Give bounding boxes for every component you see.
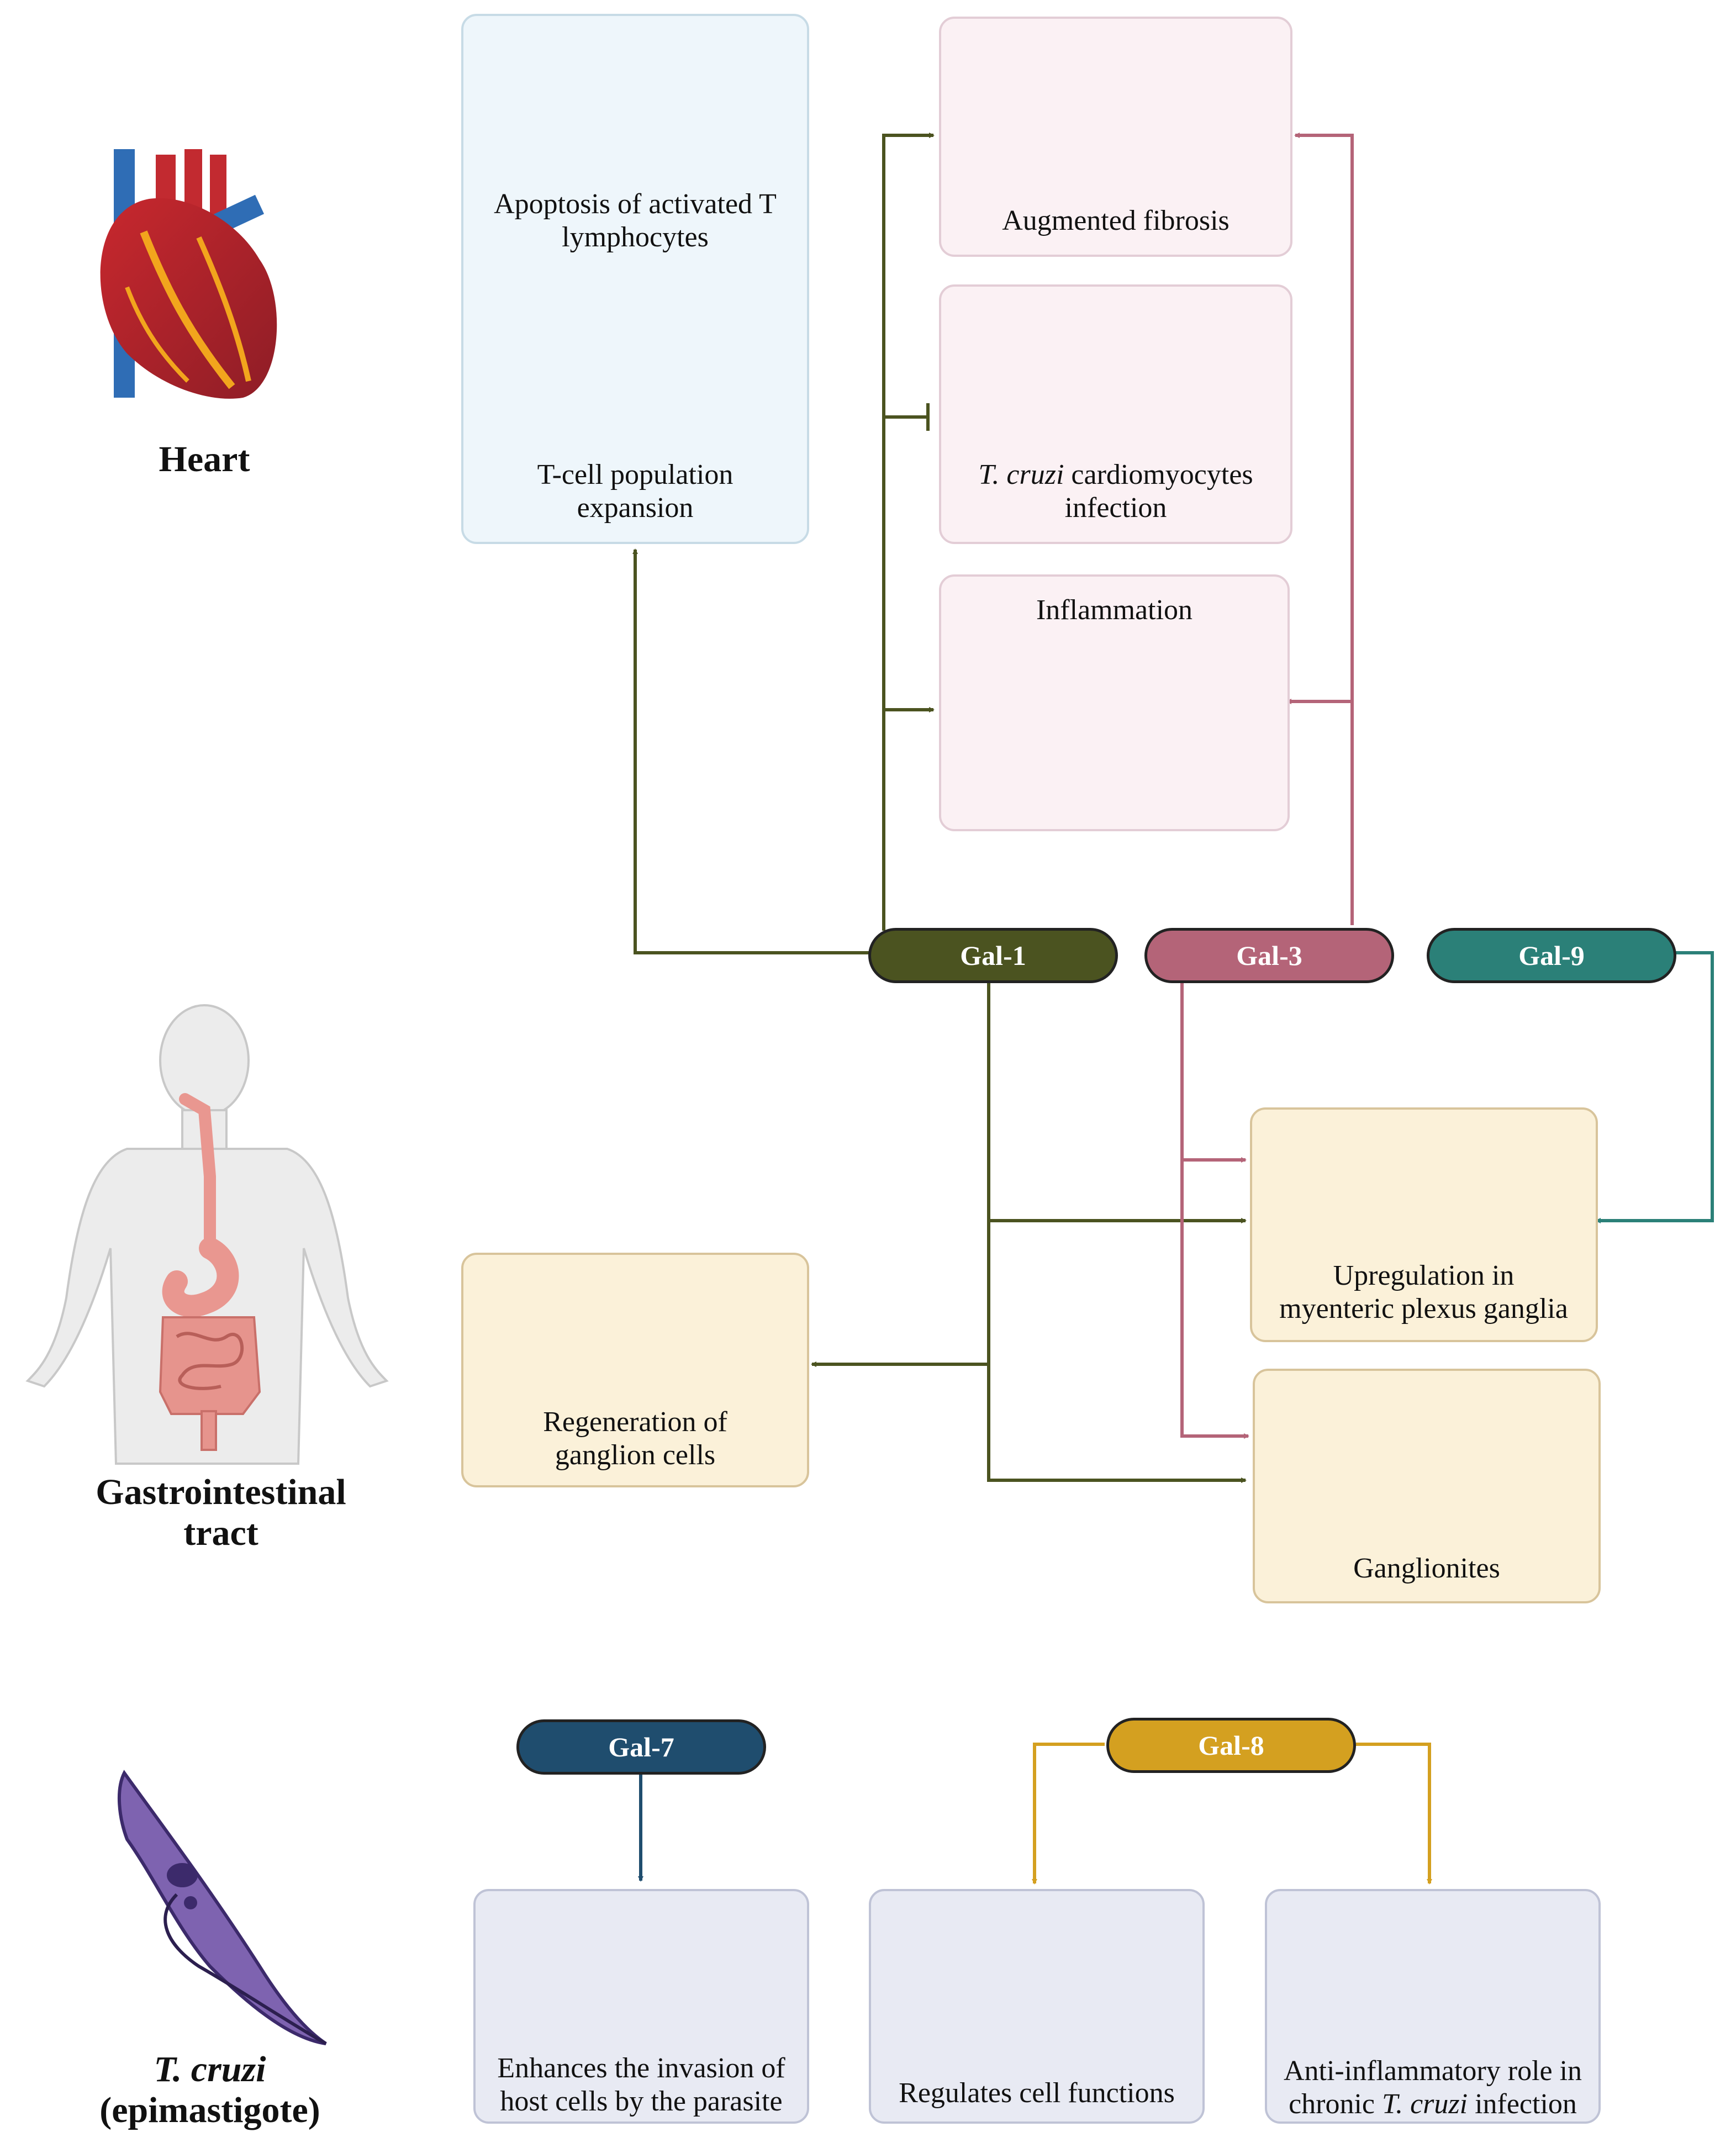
regeneration-label-line2: ganglion cells xyxy=(555,1439,716,1471)
gal9-connectors xyxy=(1595,951,1714,1223)
fibrosis-label: Augmented fibrosis xyxy=(1002,205,1230,236)
digestive-tract-icon xyxy=(162,1093,239,1317)
upregulation-label-line2: myenteric plexus ganglia xyxy=(1279,1293,1568,1324)
gal1-pill: Gal-1 xyxy=(868,928,1118,983)
infection-label-line2: infection xyxy=(1064,492,1167,524)
infection-label-line1: T. cruzi cardiomyocytes xyxy=(978,459,1253,490)
antiinflammatory-label-line1: Anti-inflammatory role in xyxy=(1283,2055,1582,2087)
tcruzi-label: T. cruzi (epimastigote) xyxy=(77,2049,342,2131)
fibrosis-box xyxy=(939,17,1292,257)
invasion-box xyxy=(473,1889,809,2124)
infection-box xyxy=(939,284,1292,544)
apoptosis-label: Apoptosis of activated T lymphocytes xyxy=(467,188,804,254)
regeneration-label: Regeneration of ganglion cells xyxy=(467,1406,804,1472)
inflammation-label: Inflammation xyxy=(1036,594,1193,626)
regeneration-box xyxy=(461,1253,809,1487)
gal3-pill: Gal-3 xyxy=(1144,928,1394,983)
apoptosis-label-line2: lymphocytes xyxy=(562,221,709,253)
heart-label: Heart xyxy=(159,439,250,479)
gal8-connectors xyxy=(1032,1743,1432,1885)
upregulation-box xyxy=(1250,1107,1598,1342)
gal8-pill: Gal-8 xyxy=(1106,1718,1356,1773)
gal1-connectors xyxy=(632,133,1247,1483)
tcruzi-label-name: T. cruzi xyxy=(154,2049,266,2089)
regeneration-label-line1: Regeneration of xyxy=(543,1406,727,1438)
gal1-trunk-up xyxy=(882,133,935,931)
ganglionites-box xyxy=(1253,1369,1601,1603)
gi-tract-label: Gastrointestinal tract xyxy=(80,1472,362,1554)
invasion-label: Enhances the invasion of host cells by t… xyxy=(476,2052,806,2118)
gal9-to-upregulation-arrow xyxy=(1595,951,1714,1223)
antiinflammatory-label-line2: chronic T. cruzi infection xyxy=(1289,2088,1577,2120)
trypanosome-icon xyxy=(117,1770,327,2045)
gal9-pill: Gal-9 xyxy=(1427,928,1676,983)
invasion-label-line1: Enhances the invasion of xyxy=(497,2052,785,2084)
upregulation-label: Upregulation in myenteric plexus ganglia xyxy=(1254,1259,1593,1326)
tcell-expansion-label-line2: expansion xyxy=(577,492,694,524)
apoptosis-label-line1: Apoptosis of activated T xyxy=(494,188,777,220)
tcruzi-label-stage: (epimastigote) xyxy=(99,2090,320,2130)
antiinflammatory-box xyxy=(1265,1889,1601,2124)
gi-tract-label-line2: tract xyxy=(183,1513,258,1553)
gal1-to-tcell-arrow xyxy=(632,548,870,954)
gal3-trunk-up xyxy=(1294,133,1354,925)
gal1-trunk-down xyxy=(987,983,1247,1483)
gal3-connectors xyxy=(1180,133,1354,1439)
gal7-pill: Gal-7 xyxy=(516,1719,766,1775)
invasion-label-line2: host cells by the parasite xyxy=(500,2086,783,2117)
intestines-icon xyxy=(159,1316,261,1451)
heart-icon xyxy=(100,149,277,399)
tcell-expansion-label-line1: T-cell population xyxy=(537,459,734,490)
inflammation-box xyxy=(939,574,1290,831)
infection-label: T. cruzi cardiomyocytes infection xyxy=(944,458,1287,525)
gal3-trunk-down xyxy=(1180,983,1249,1439)
tcell-expansion-label: T-cell population expansion xyxy=(467,458,804,525)
antiinflammatory-label: Anti-inflammatory role in chronic T. cru… xyxy=(1268,2055,1598,2121)
regulates-label: Regulates cell functions xyxy=(899,2077,1175,2109)
regulates-box xyxy=(869,1889,1205,2124)
ganglionites-label: Ganglionites xyxy=(1353,1553,1500,1584)
gal8-to-regulates-arrow xyxy=(1032,1743,1105,1885)
upregulation-label-line1: Upregulation in xyxy=(1333,1260,1515,1291)
gal8-to-antiinflam-arrow xyxy=(1356,1743,1432,1885)
heart-tcell-panel xyxy=(461,14,809,544)
gi-tract-label-line1: Gastrointestinal xyxy=(96,1472,346,1512)
